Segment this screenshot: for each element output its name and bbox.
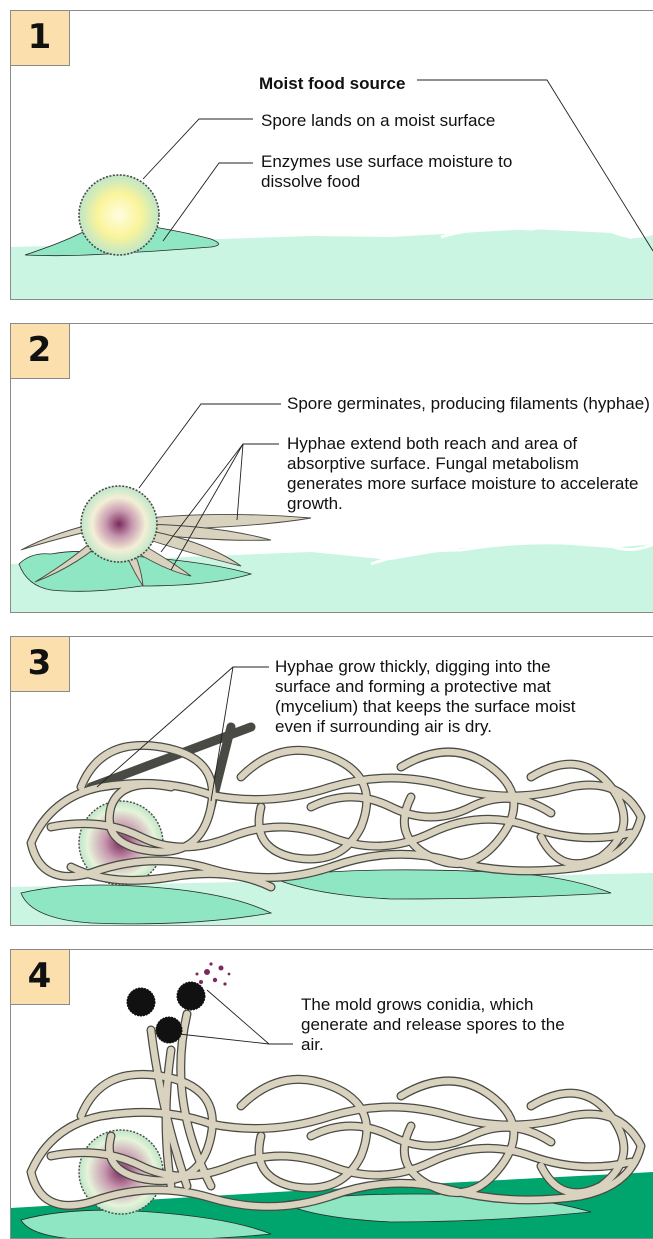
step-number-badge: 1 <box>10 10 70 66</box>
spore <box>81 486 157 562</box>
step-number-badge: 3 <box>10 636 70 692</box>
label-spore-lands: Spore lands on a moist surface <box>261 111 495 131</box>
panel-step-4: 4 <box>10 949 653 1239</box>
released-spores <box>196 962 231 985</box>
label-enzymes: Enzymes use surface moisture to dissolve… <box>261 152 551 192</box>
title-moist-food-source: Moist food source <box>259 74 405 94</box>
step-number: 4 <box>11 956 69 996</box>
step-number: 2 <box>11 330 69 370</box>
spore <box>79 175 159 255</box>
label-conidia: The mold grows conidia, which generate a… <box>301 995 571 1055</box>
step-number-badge: 4 <box>10 949 70 1005</box>
step-number: 3 <box>11 643 69 683</box>
panel-4-illustration <box>11 950 653 1239</box>
panel-step-2: 2 Spore ge <box>10 323 653 613</box>
label-hyphae-extend: Hyphae extend both reach and area of abs… <box>287 434 649 514</box>
panel-step-3: 3 <box>10 636 653 926</box>
label-hyphae-grow-thickly: Hyphae grow thickly, digging into the su… <box>275 657 605 737</box>
panel-step-1: 1 Moist food source Spore lands on a moi… <box>10 10 653 300</box>
step-number-badge: 2 <box>10 323 70 379</box>
label-spore-germinates: Spore germinates, producing filaments (h… <box>287 394 650 414</box>
conidia <box>127 982 205 1043</box>
step-number: 1 <box>11 17 69 57</box>
